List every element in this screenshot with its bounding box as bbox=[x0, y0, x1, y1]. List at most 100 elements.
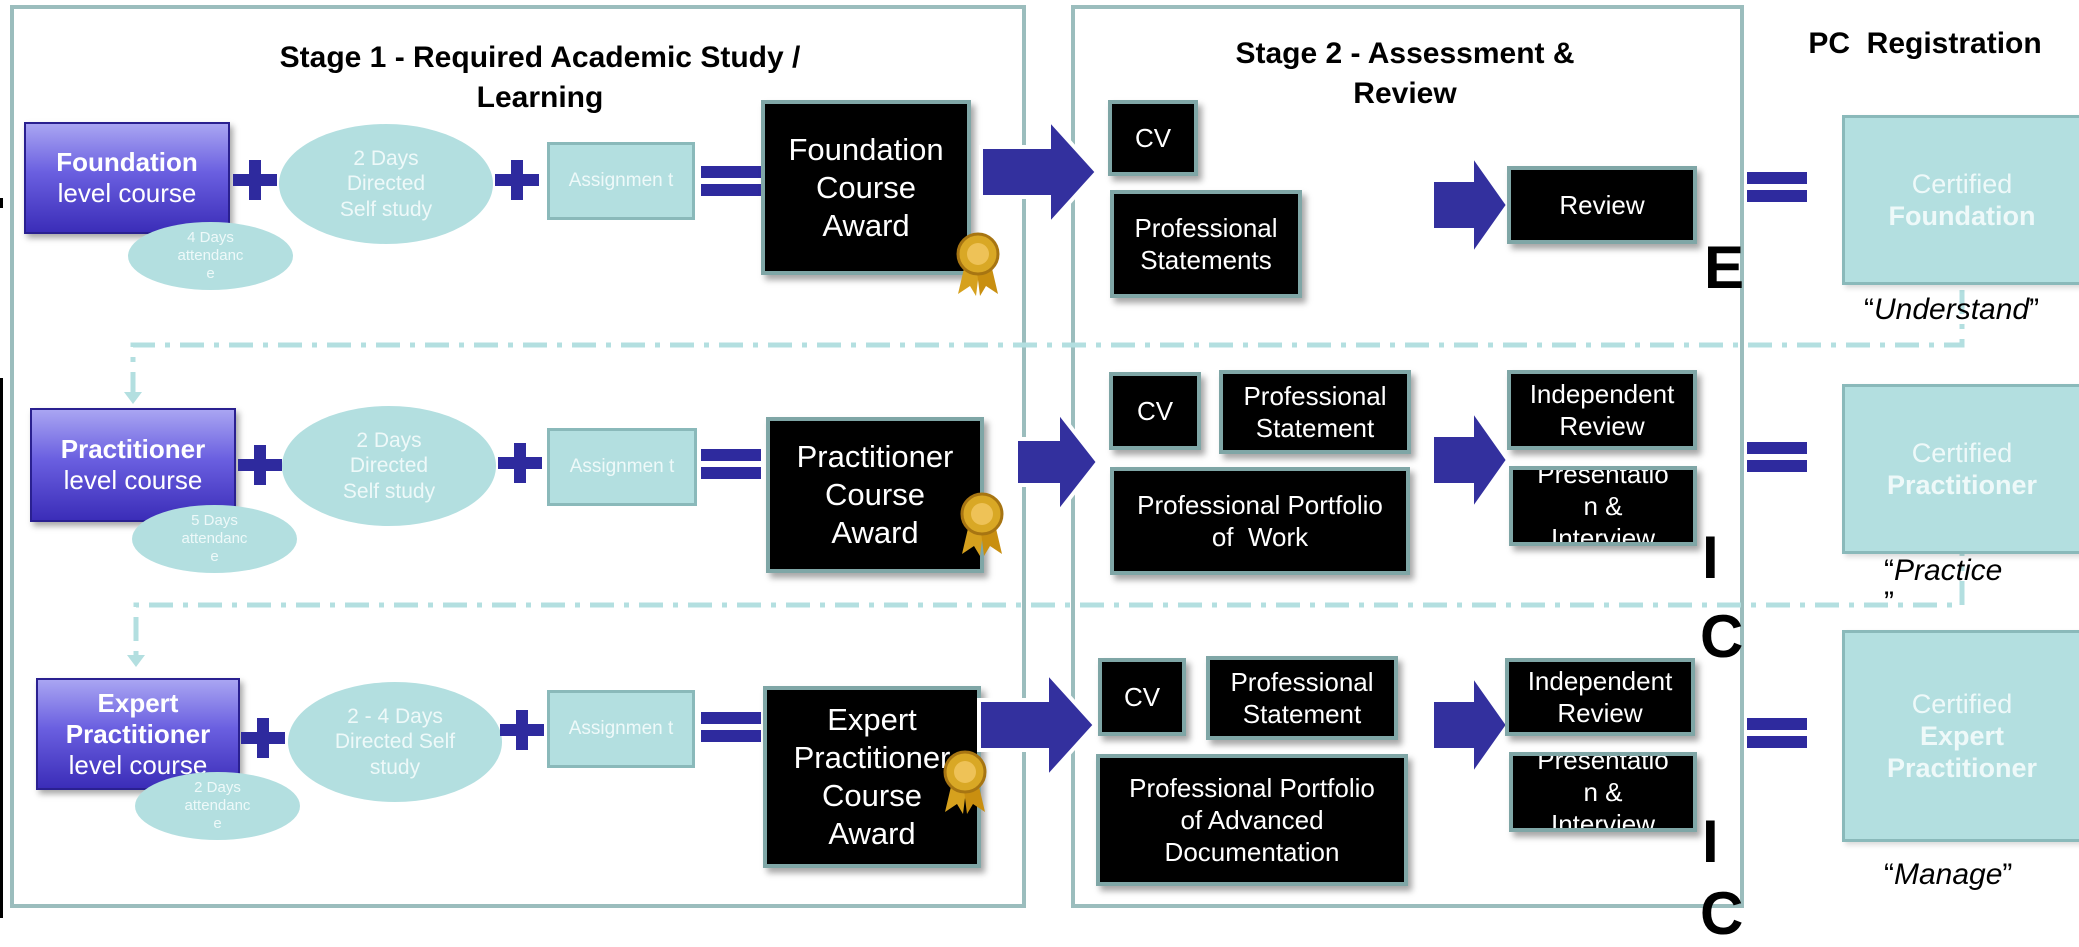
course-award-box: Practitioner Course Award bbox=[766, 417, 984, 573]
equals-icon bbox=[701, 712, 761, 742]
self-study-ellipse: 2 Days Directed Self study bbox=[282, 406, 496, 526]
attendance-text: 2 Days attendanc e bbox=[184, 779, 251, 832]
foundation-course-box: Foundation level course bbox=[24, 122, 230, 234]
equals-icon bbox=[701, 449, 761, 479]
quote-word: Manage bbox=[1894, 858, 2003, 891]
certified-expert-practitioner-box: Certified Expert Practitioner bbox=[1842, 630, 2079, 842]
arrow-right-icon bbox=[1430, 405, 1510, 515]
presentation-interview-box: Presentatio n & Interview bbox=[1509, 752, 1697, 832]
open-quote: “ bbox=[1884, 554, 1894, 587]
practitioner-course-box: Practitioner level course bbox=[30, 408, 236, 522]
cv-box: CV bbox=[1109, 372, 1201, 450]
cert-level-text: Foundation bbox=[1888, 201, 2036, 231]
award-text: Foundation Course Award bbox=[788, 131, 944, 243]
equals-icon bbox=[701, 166, 761, 196]
independent-review-box: Independent Review bbox=[1507, 370, 1697, 450]
arrow-right-icon bbox=[979, 115, 1100, 230]
quote-manage: “Manage” bbox=[1884, 858, 2012, 892]
cv-box: CV bbox=[1098, 658, 1186, 736]
presentation-interview-text: Presentatio n & Interview bbox=[1537, 466, 1669, 546]
attendance-text: 4 Days attendanc e bbox=[177, 229, 244, 282]
close-quote: ” bbox=[2029, 293, 2040, 326]
certified-practitioner-box: Certified Practitioner bbox=[1842, 384, 2079, 554]
cert-top-text: Certified bbox=[1911, 689, 2013, 719]
page-edge-line bbox=[0, 378, 3, 918]
presentation-interview-text: Presentatio n & Interview bbox=[1537, 752, 1669, 832]
arrow-right-icon bbox=[977, 666, 1098, 784]
course-title: Practitioner bbox=[60, 434, 206, 464]
professional-statement-box: Professional Statement bbox=[1219, 370, 1411, 454]
equals-icon bbox=[1747, 442, 1807, 472]
course-subtitle: level course bbox=[57, 178, 197, 208]
cv-text: CV bbox=[1123, 682, 1161, 712]
course-award-box: Foundation Course Award bbox=[761, 100, 971, 275]
cert-level-text: Expert Practitioner bbox=[1886, 721, 2038, 783]
plus-icon bbox=[238, 445, 282, 485]
letter-i: I bbox=[1702, 808, 1719, 875]
attendance-text: 5 Days attendanc e bbox=[181, 512, 248, 565]
course-subtitle: level course bbox=[63, 465, 203, 495]
cv-text: CV bbox=[1136, 396, 1174, 426]
review-box: Review bbox=[1507, 166, 1697, 244]
course-title: Foundation bbox=[56, 147, 198, 177]
plus-icon bbox=[495, 160, 539, 200]
attendance-ellipse: 4 Days attendanc e bbox=[128, 222, 293, 290]
arrow-right-icon bbox=[1430, 150, 1510, 260]
assignment-text: Assignmen t bbox=[568, 170, 674, 192]
page-edge-tick bbox=[0, 198, 3, 208]
arrow-right-icon bbox=[1014, 405, 1101, 519]
cv-box: CV bbox=[1108, 100, 1198, 176]
certified-foundation-box: Certified Foundation bbox=[1842, 115, 2079, 285]
self-study-ellipse: 2 - 4 Days Directed Self study bbox=[288, 682, 502, 802]
arrow-right-icon bbox=[1430, 670, 1510, 780]
independent-review-box: Independent Review bbox=[1505, 658, 1695, 736]
equals-icon bbox=[1747, 718, 1807, 748]
letter-c: C bbox=[1700, 880, 1744, 947]
open-quote: “ bbox=[1864, 293, 1874, 326]
course-title: Expert Practitioner bbox=[65, 687, 211, 749]
self-study-ellipse: 2 Days Directed Self study bbox=[279, 124, 493, 244]
letter-e: E bbox=[1704, 234, 1745, 301]
quote-word: Understand bbox=[1874, 293, 2030, 326]
award-text: Practitioner Course Award bbox=[796, 439, 954, 550]
professional-statement-box: Professional Statement bbox=[1206, 656, 1398, 740]
close-quote: ” bbox=[2002, 858, 2013, 891]
quote-practice: “Practice” bbox=[1884, 555, 2004, 619]
professional-statement-text: Professional Statement bbox=[1243, 381, 1387, 443]
plus-icon bbox=[241, 718, 285, 758]
review-text: Review bbox=[1559, 190, 1645, 220]
professional-statements-box: Professional Statements bbox=[1110, 190, 1302, 298]
professional-portfolio-box: Professional Portfolio of Work bbox=[1110, 467, 1410, 575]
pc-registration-title: PC Registration bbox=[1808, 27, 2042, 60]
assignment-text: Assignmen t bbox=[569, 456, 675, 478]
professional-statements-text: Professional Statements bbox=[1134, 213, 1278, 275]
award-ribbon-icon bbox=[956, 232, 1000, 296]
cert-top-text: Certified bbox=[1911, 438, 2013, 468]
independent-review-text: Independent Review bbox=[1529, 379, 1675, 441]
close-quote: ” bbox=[1884, 586, 1894, 619]
assignment-box: Assignmen t bbox=[547, 142, 695, 220]
plus-icon bbox=[233, 160, 277, 200]
letter-i: I bbox=[1702, 524, 1719, 591]
professional-statement-text: Professional Statement bbox=[1230, 667, 1374, 729]
assignment-box: Assignmen t bbox=[547, 690, 695, 768]
professional-portfolio-box: Professional Portfolio of Advanced Docum… bbox=[1096, 754, 1408, 886]
stage1-title: Stage 1 - Required Academic Study / Lear… bbox=[279, 41, 801, 114]
equals-icon bbox=[1747, 172, 1807, 202]
assignment-text: Assignmen t bbox=[568, 718, 674, 740]
professional-portfolio-text: Professional Portfolio of Advanced Docum… bbox=[1129, 773, 1375, 867]
quote-word: Practice bbox=[1894, 554, 2003, 587]
letter-c: C bbox=[1700, 603, 1744, 670]
presentation-interview-box: Presentatio n & Interview bbox=[1509, 466, 1697, 546]
self-study-text: 2 Days Directed Self study bbox=[339, 147, 433, 221]
attendance-ellipse: 5 Days attendanc e bbox=[132, 505, 297, 573]
plus-icon bbox=[500, 710, 544, 750]
award-text: Expert Practitioner Course Award bbox=[793, 702, 951, 851]
plus-icon bbox=[498, 443, 542, 483]
attendance-ellipse: 2 Days attendanc e bbox=[135, 772, 300, 840]
award-ribbon-icon bbox=[960, 492, 1004, 556]
independent-review-text: Independent Review bbox=[1527, 666, 1673, 728]
cert-level-text: Practitioner bbox=[1886, 470, 2038, 500]
quote-understand: “Understand” bbox=[1864, 293, 2039, 327]
